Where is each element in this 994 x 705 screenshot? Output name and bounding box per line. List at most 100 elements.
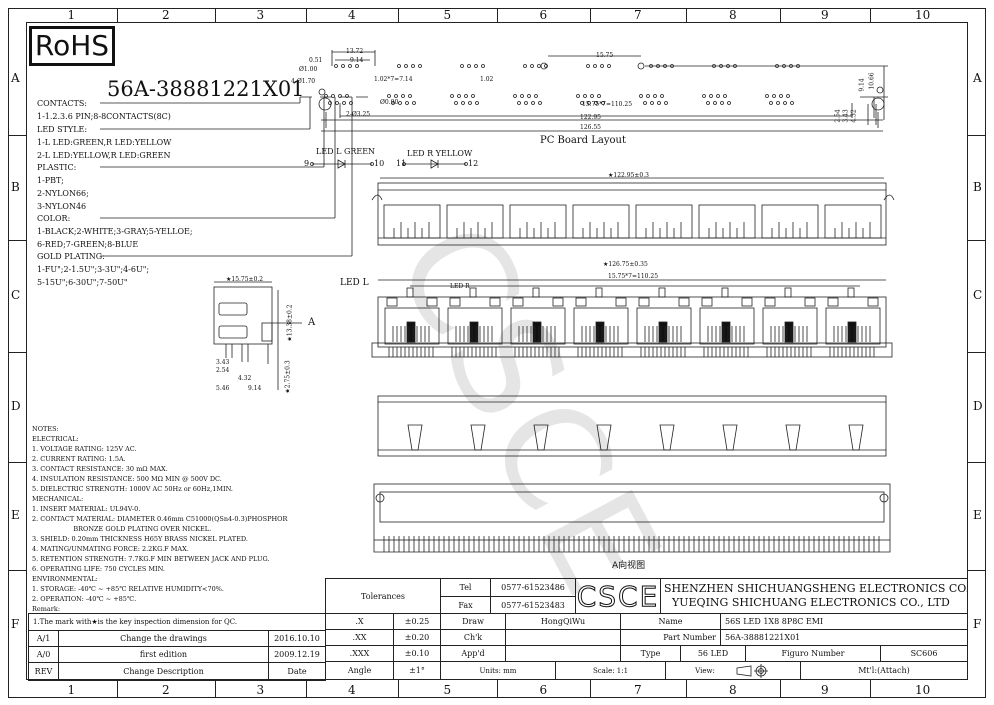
row-letter: F [11,617,20,631]
dim-label: 2-Ø3.25 [346,111,371,118]
column-number: 10 [915,683,931,697]
pcb-hole [720,101,724,105]
column-number: 8 [729,683,737,697]
pcb-hole [876,86,884,94]
tel-label: Tel [440,578,491,597]
pcb-hole [537,64,541,68]
grid-tick [968,352,986,353]
clip [595,287,603,298]
tol-xx-value: ±0.20 [393,629,441,646]
rj45-port [447,307,503,345]
pcb-hole [590,94,594,98]
revision-date: 2016.10.10 [268,630,326,647]
company-name-1: SHENZHEN SHICHUANGSHENG ELECTRONICS CO.,… [664,582,968,595]
pcb-hole [576,94,580,98]
pcb-hole [639,94,643,98]
pcb-hole [702,94,706,98]
top-view-port [572,204,630,239]
led-window [386,297,398,307]
grid-tick [780,8,781,22]
rj45-port [699,307,755,345]
pcb-hole [769,101,773,105]
led-pin [464,162,468,166]
clip [721,287,729,298]
pcb-hole [318,88,326,96]
fax-label: Fax [440,596,491,614]
pcb-hole [401,94,405,98]
rear-latch [596,424,612,451]
pcb-hole [397,64,401,68]
note-line: 1. VOLTAGE RATING: 125V AC. [32,445,137,453]
product-name: 56S LED 1X8 8P8C EMI [720,613,968,630]
legend-leader [100,97,311,130]
column-number: 9 [821,683,829,697]
grid-tick [215,8,216,22]
contact-block [532,321,542,343]
clip [406,287,414,298]
note-line: 2. CONTACT MATERIAL: DIAMETER 0.46mm C51… [32,515,288,523]
pcb-hole [457,94,461,98]
pcb-hole [324,94,328,98]
pcb-hole [716,94,720,98]
pcb-hole [643,101,647,105]
top-view-port [383,204,441,239]
material: Mt'l:(Attach) [800,661,968,680]
note-line: NOTES: [32,425,59,433]
company-logo: CSCE [575,578,661,614]
pcb-hole [713,101,717,105]
top-view-port [446,204,504,239]
pcb-hole [474,64,478,68]
pcb-hole [412,101,416,105]
pcb-hole [391,101,395,105]
dim-label: 126.55 [580,124,601,131]
side-view-body [213,286,273,345]
pcb-hole [405,101,409,105]
pcb-hole [342,101,346,105]
grid-tick [590,680,591,698]
front-view-base [371,342,893,358]
side-view-dim-height: ★13.38±0.2 [286,304,294,342]
pcb-hole [349,101,353,105]
grid-tick [8,240,26,241]
pcb-hole [461,101,465,105]
pcb-hole [538,101,542,105]
pcb-hole [653,94,657,98]
diode-icon [337,159,346,169]
side-view-dim-pin: ★2.75±0.3 [284,360,292,394]
led-window [804,297,816,307]
grid-tick [398,8,399,22]
approved-by [505,645,621,662]
grid-tick [590,8,591,22]
grid-tick [306,680,307,698]
dim-label: 4.32 [850,109,858,123]
row-letter: C [973,288,983,302]
diode-icon [430,159,439,169]
top-view-body [377,182,887,246]
rear-view-body [377,395,887,457]
view-a-body [373,483,891,541]
contacts-options: 1-1.2.3.6 PIN;8-8CONTACTS(8C) [37,112,171,121]
column-number: 3 [256,8,265,22]
led-window [741,297,753,307]
revision-desc: Change Description [58,662,269,681]
drawn-by: HongQiWu [505,613,621,630]
row-letter: F [973,617,982,631]
grid-tick [8,135,26,136]
front-view-dim-total: ★126.75±0.35 [603,261,648,268]
figure-number: SC606 [880,645,968,662]
pcb-hole [454,101,458,105]
gold-plating-label: GOLD PLATING: [37,252,105,261]
revision-desc: first edition [58,646,269,663]
pcb-hole [468,101,472,105]
pcb-hole [418,64,422,68]
plastic-option-3: 3-NYLON46 [37,202,87,211]
top-view-port [761,204,819,239]
grid-tick [8,462,26,463]
led-style-label: LED STYLE: [37,125,88,134]
led-pin [402,162,406,166]
grid-tick [117,8,118,22]
pcb-layout-title: PC Board Layout [540,135,626,146]
pcb-hole [345,94,349,98]
grid-tick [870,8,871,22]
view-a-caption: A向视图 [612,561,646,571]
